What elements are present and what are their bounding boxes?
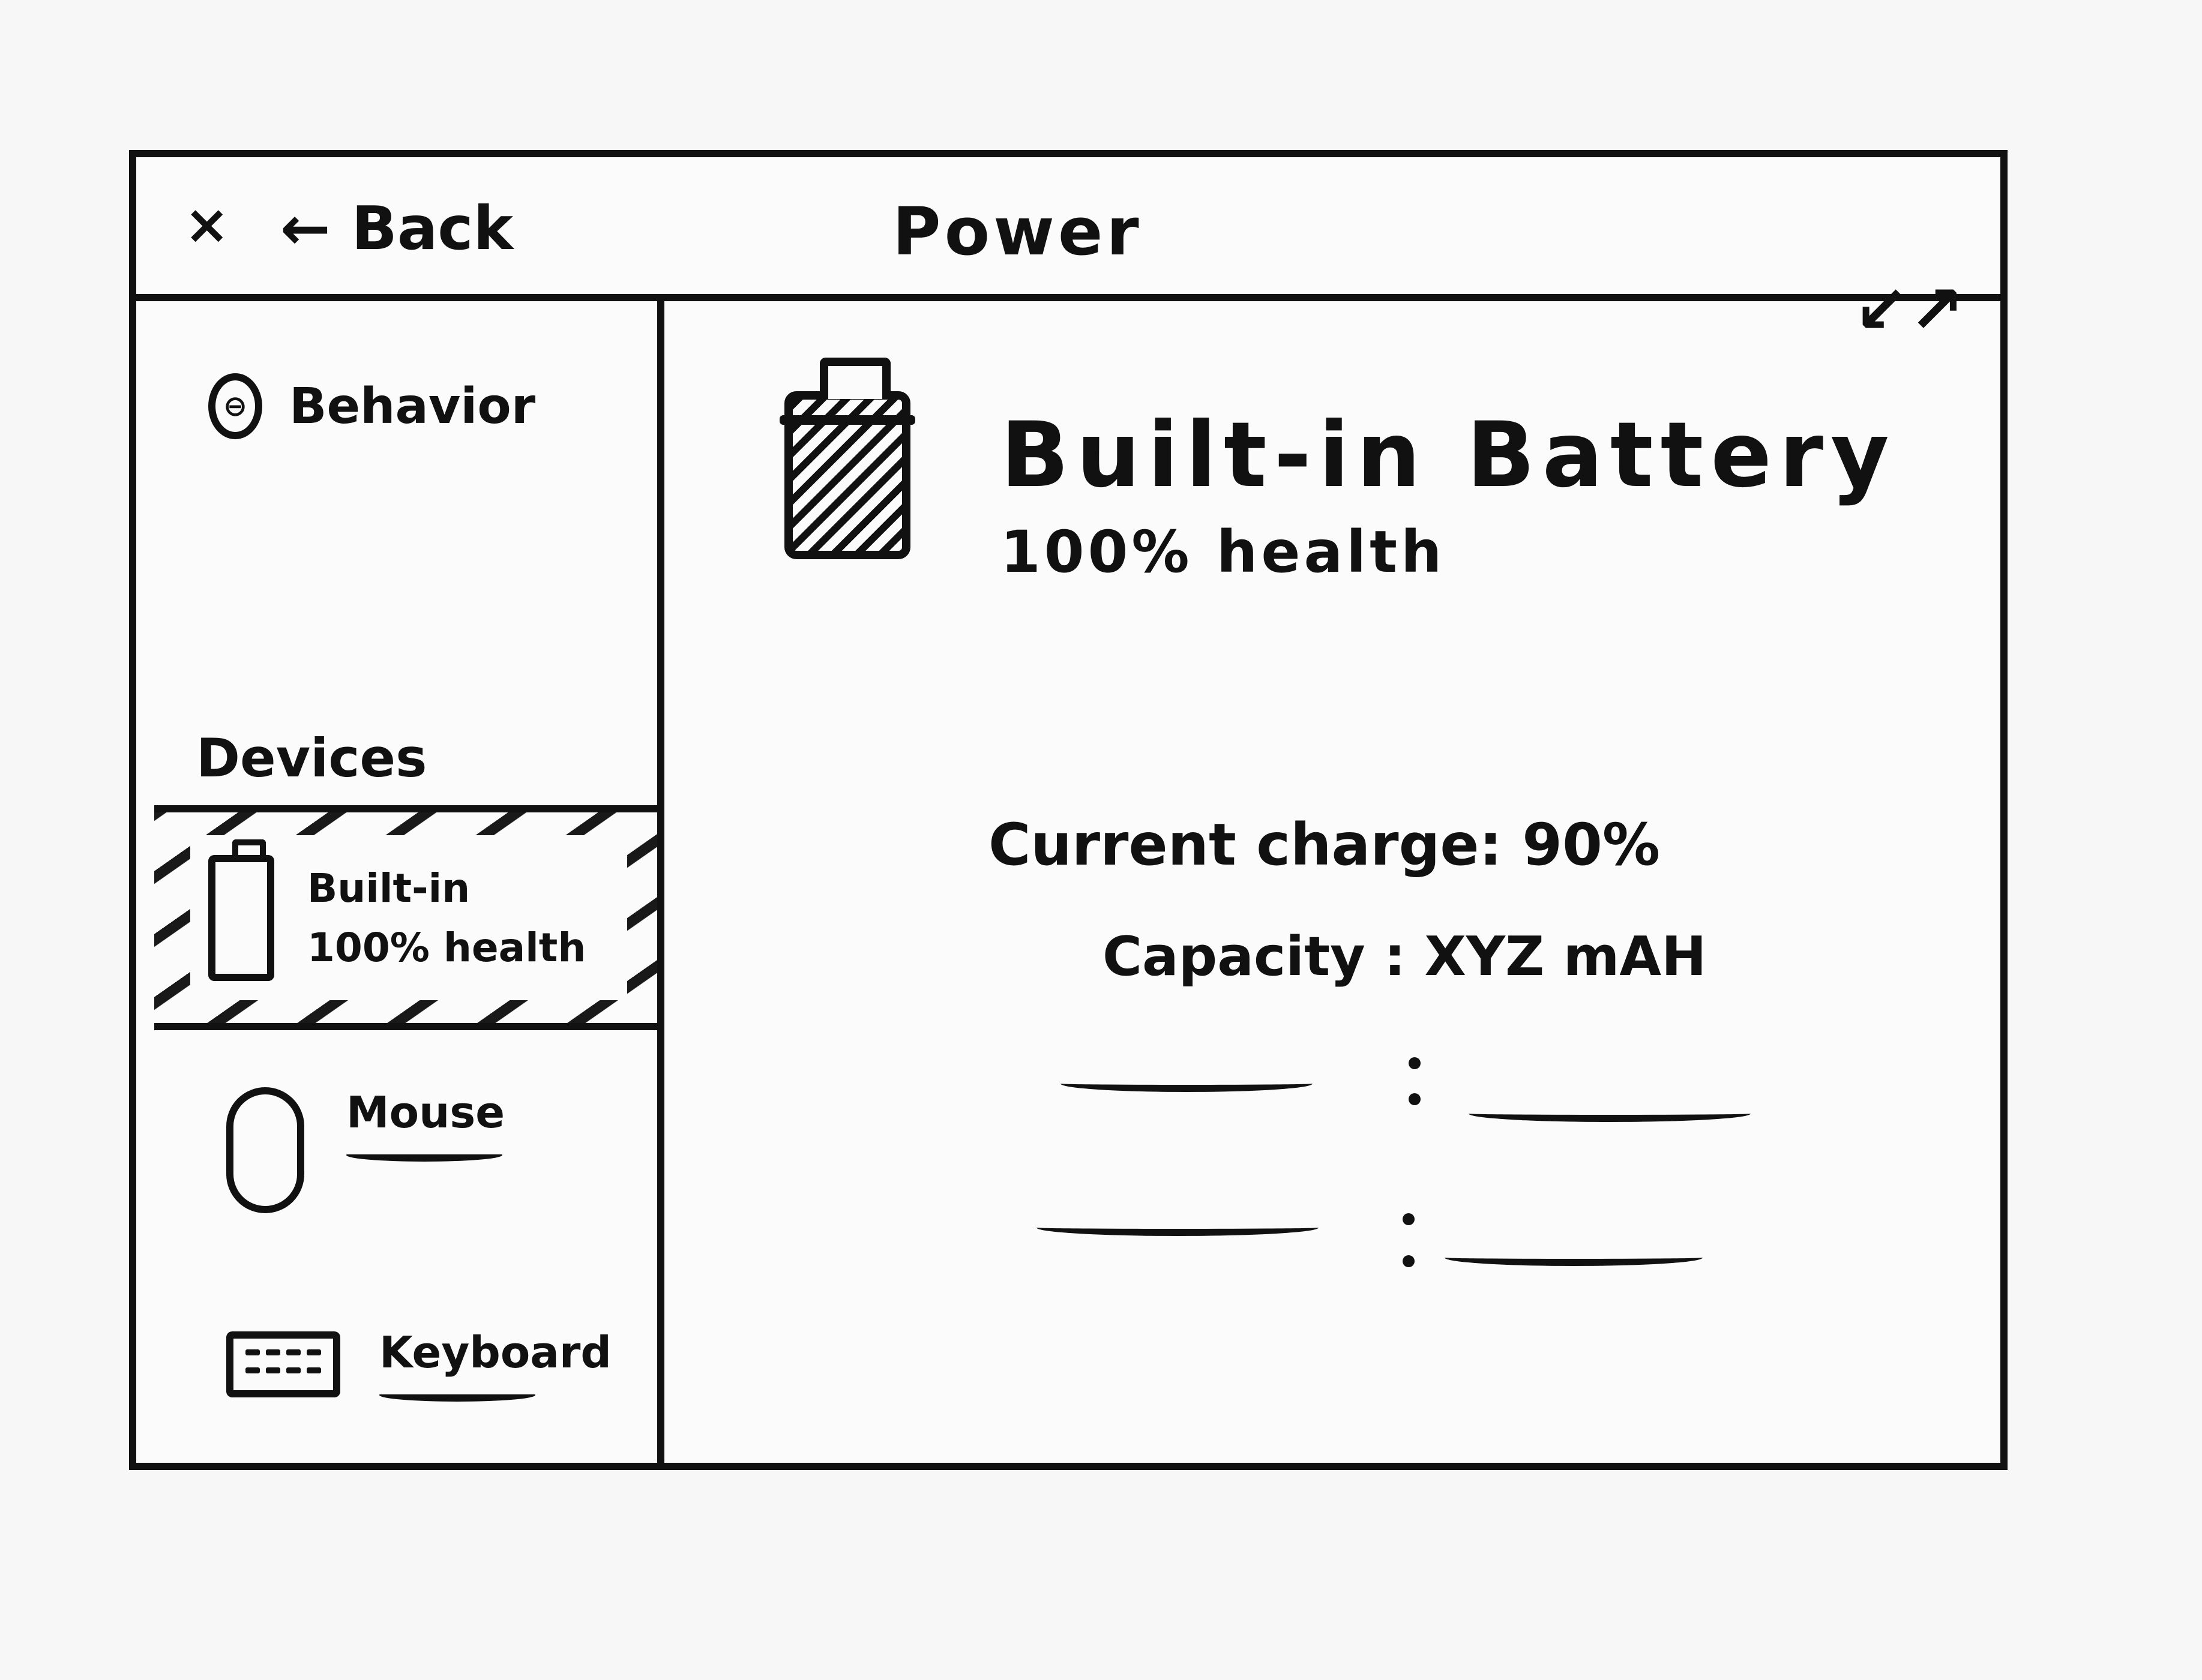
placeholder-row-1 — [988, 1057, 1751, 1171]
mouse-label-stack: Mouse — [346, 1087, 505, 1162]
device-summary: Built-in 100% health — [307, 865, 586, 971]
battery-heading: Built-in Battery 100% health — [1000, 403, 1897, 586]
power-window: × ← Back Power ↙↗ ⊖ Behavior Devices Bui… — [129, 150, 2008, 1470]
titlebar: × ← Back Power ↙↗ — [136, 157, 2000, 348]
capacity: Capacity : XYZ mAH — [1103, 925, 1707, 988]
placeholder-label-line — [1060, 1075, 1313, 1092]
battery-icon — [780, 358, 915, 559]
device-name: Built-in — [307, 865, 471, 911]
window-title: Power — [892, 193, 1143, 270]
sidebar-item-label: Behavior — [289, 377, 536, 435]
placeholder-value-line — [1445, 1249, 1703, 1266]
current-charge: Current charge: 90% — [988, 811, 1661, 878]
close-button[interactable]: × — [184, 193, 230, 256]
colon-dot — [1409, 1093, 1421, 1105]
health-text: 100% health — [1000, 518, 1446, 586]
sidebar: ⊖ Behavior Devices Built-in 100% health … — [154, 295, 664, 1465]
sidebar-item-label: Keyboard — [379, 1327, 612, 1378]
resize-icon[interactable]: ↙↗ — [1853, 271, 1964, 348]
devices-header: Devices — [196, 727, 427, 789]
device-title: Built-in Battery — [1000, 403, 1897, 508]
device-health: 100% health — [307, 924, 586, 971]
colon-dot — [1409, 1057, 1421, 1069]
mouse-status-scribble — [346, 1148, 502, 1162]
selected-device-content: Built-in 100% health — [190, 835, 627, 1000]
keyboard-label-stack: Keyboard — [379, 1327, 612, 1402]
sidebar-item-label: Mouse — [346, 1087, 505, 1138]
placeholder-value-line — [1469, 1105, 1751, 1122]
sidebar-item-keyboard[interactable]: Keyboard — [154, 1327, 657, 1402]
keyboard-status-scribble — [379, 1388, 535, 1402]
colon-dot — [1403, 1255, 1415, 1267]
placeholder-row-2 — [988, 1213, 1709, 1327]
battery-icon — [208, 839, 274, 981]
sidebar-item-built-in-battery[interactable]: Built-in 100% health — [154, 805, 657, 1030]
behavior-icon: ⊖ — [208, 373, 262, 439]
keyboard-icon — [226, 1331, 340, 1397]
sidebar-item-behavior[interactable]: ⊖ Behavior — [154, 373, 657, 439]
sidebar-item-mouse[interactable]: Mouse — [154, 1087, 657, 1213]
battery-details-panel: Built-in Battery 100% health Current cha… — [676, 319, 1976, 1439]
colon-dot — [1403, 1213, 1415, 1225]
mouse-icon — [226, 1087, 304, 1213]
placeholder-label-line — [1036, 1219, 1319, 1236]
back-button[interactable]: ← Back — [280, 193, 514, 263]
